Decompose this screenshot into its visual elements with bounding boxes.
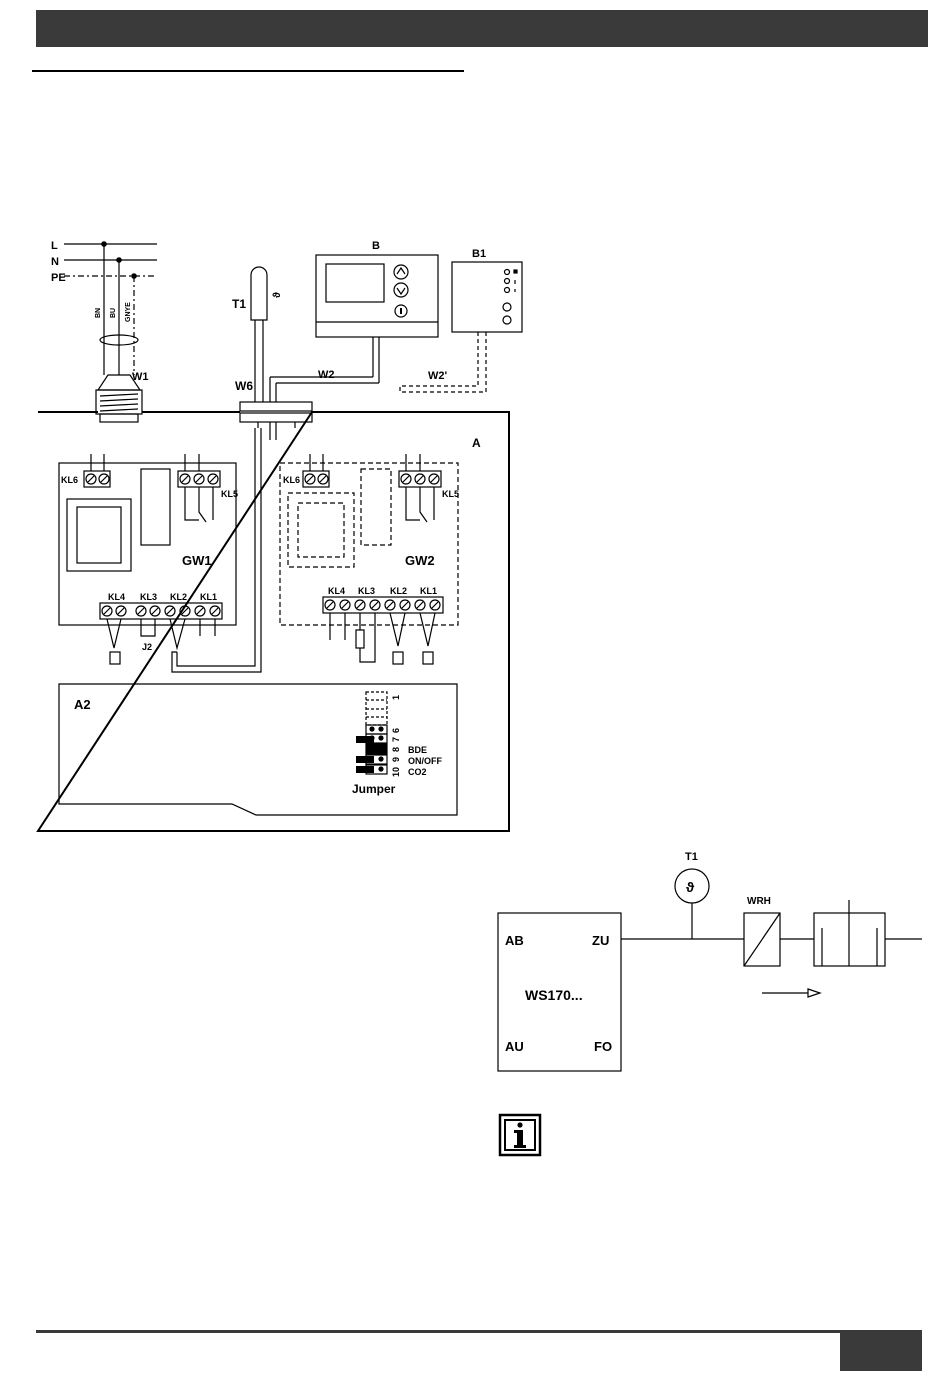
control-panel-b [270, 255, 438, 402]
flow-label-au: AU [505, 1039, 524, 1054]
gw1-kl4: KL4 [108, 592, 125, 602]
label-j2: J2 [142, 642, 152, 652]
wire-label-bu: BU [110, 308, 117, 318]
remote-b1 [400, 262, 522, 392]
jumper-number-8: 8 [391, 747, 401, 752]
temperature-sensor-t1 [251, 267, 267, 402]
label-w2-prime: W2' [428, 370, 448, 382]
gw1-kl5: KL5 [221, 489, 238, 499]
gw1-kl1: KL1 [200, 592, 217, 602]
label-n: N [51, 256, 59, 268]
label-t1: T1 [232, 297, 246, 311]
label-b1: B1 [472, 248, 486, 260]
flow-label-ab: AB [505, 933, 524, 948]
gw2-kl4: KL4 [328, 586, 345, 596]
wire-label-bn: BN [95, 308, 102, 318]
sensor-symbol: ϑ [272, 292, 283, 298]
jumper-title: Jumper [352, 782, 396, 796]
flow-label-zu: ZU [592, 933, 609, 948]
label-pe: PE [51, 272, 66, 284]
label-a2: A2 [74, 697, 91, 712]
label-a: A [472, 436, 481, 450]
label-gw2: GW2 [405, 553, 435, 568]
board-gw1 [59, 428, 261, 672]
flow-unit-label: WS170... [525, 987, 583, 1003]
cable-gland-w6 [240, 402, 312, 440]
gw2-kl3: KL3 [358, 586, 375, 596]
jumper-bde: BDE [408, 745, 427, 755]
jumper-number-7: 7 [391, 737, 401, 742]
label-w6: W6 [235, 379, 253, 393]
gw1-kl2: KL2 [170, 592, 187, 602]
label-w2: W2 [318, 369, 335, 381]
gw1-kl6: KL6 [61, 475, 78, 485]
wire-label-gnye: GNYE [125, 302, 132, 322]
flow-label-fo: FO [594, 1039, 612, 1054]
housing-a [38, 412, 509, 831]
jumper-onoff: ON/OFF [408, 756, 442, 766]
gw1-kl3: KL3 [140, 592, 157, 602]
gw2-kl1: KL1 [420, 586, 437, 596]
label-w1: W1 [132, 371, 149, 383]
gw2-kl2: KL2 [390, 586, 407, 596]
jumper-number-10: 10 [391, 767, 401, 777]
flow-label-t1: T1 [685, 851, 698, 863]
label-l: L [51, 240, 58, 252]
label-gw1: GW1 [182, 553, 212, 568]
jumper-co2: CO2 [408, 767, 427, 777]
flow-diagram [498, 869, 922, 1071]
jumper-number-1: 1 [391, 695, 401, 700]
gw2-kl6: KL6 [283, 475, 300, 485]
info-icon [500, 1115, 540, 1155]
gw2-kl5: KL5 [442, 489, 459, 499]
label-b: B [372, 240, 380, 252]
flow-label-wrh: WRH [747, 896, 771, 907]
jumper-number-6: 6 [391, 728, 401, 733]
jumper-number-9: 9 [391, 757, 401, 762]
temperature-sensor-icon: ϑ [686, 879, 695, 895]
